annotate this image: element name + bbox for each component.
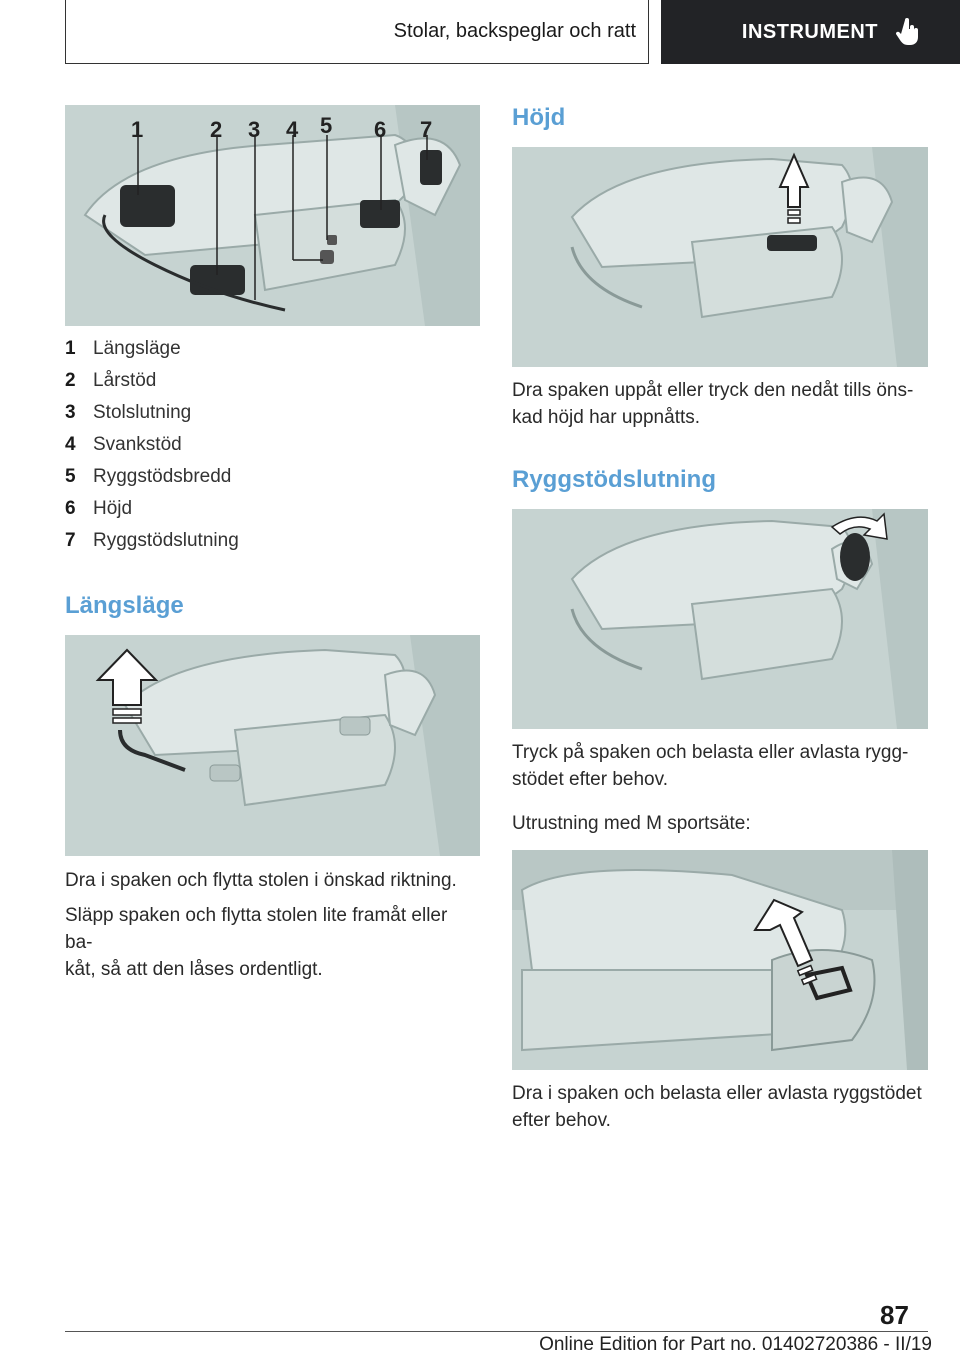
text-line: Släpp spaken och flytta stolen lite fram… — [65, 905, 448, 953]
text-line: Dra spaken uppåt eller tryck den nedåt t… — [512, 380, 914, 401]
text-line: Utrustning med M sportsäte: — [512, 813, 751, 834]
m-sport-seat-figure — [512, 850, 928, 1070]
callout-4: 4 — [286, 117, 299, 142]
list-item: 3 Stolslutning — [65, 402, 475, 434]
text-line: kåt, så att den låses ordentligt. — [65, 959, 323, 980]
ryggstodslutning-paragraph-2: Utrustning med M sportsäte: — [512, 810, 932, 837]
langslage-figure — [65, 635, 480, 856]
callout-7: 7 — [420, 117, 432, 142]
callout-2: 2 — [210, 117, 222, 142]
ryggstodslutning-paragraph-3: Dra i spaken och belasta eller avlasta r… — [512, 1080, 932, 1134]
legend-label: Längsläge — [93, 338, 181, 359]
list-item: 1 Längsläge — [65, 338, 475, 370]
header-chapter-tab[interactable]: INSTRUMENT — [661, 0, 960, 64]
callout-5: 5 — [320, 113, 332, 138]
callout-6: 6 — [374, 117, 386, 142]
legend-number: 5 — [65, 466, 76, 487]
text-line: Dra i spaken och flytta stolen i önskad … — [65, 870, 457, 891]
legend-label: Ryggstödsbredd — [93, 466, 232, 487]
chapter-title: INSTRUMENT — [741, 20, 878, 43]
seat-controls-overview-figure: 1 2 3 4 5 6 7 — [65, 105, 480, 326]
legend-label: Höjd — [93, 498, 133, 519]
header-section-title: Stolar, backspeglar och ratt — [65, 0, 649, 64]
list-item: 2 Lårstöd — [65, 370, 475, 402]
text-line: Dra i spaken och belasta eller avlasta r… — [512, 1083, 922, 1104]
list-item: 4 Svankstöd — [65, 434, 475, 466]
ryggstodslutning-figure — [512, 509, 928, 729]
legend-number: 1 — [65, 338, 76, 359]
langslage-paragraph-1: Dra i spaken och flytta stolen i önskad … — [65, 867, 480, 894]
langslage-paragraph-2: Släpp spaken och flytta stolen lite fram… — [65, 902, 480, 983]
heading-ryggstodslutning: Ryggstödslutning — [512, 466, 716, 493]
list-item: 7 Ryggstödslutning — [65, 530, 475, 562]
text-line: kad höjd har uppnåtts. — [512, 407, 701, 428]
hojd-figure — [512, 147, 928, 367]
legend-number: 2 — [65, 370, 76, 391]
list-item: 6 Höjd — [65, 498, 475, 530]
footer-divider — [65, 1331, 928, 1332]
footer-edition: Online Edition for Part no. 01402720386 … — [539, 1334, 932, 1355]
pointing-hand-icon — [896, 18, 918, 45]
legend-number: 4 — [65, 434, 76, 455]
legend-label: Svankstöd — [93, 434, 182, 455]
hojd-paragraph-1: Dra spaken uppåt eller tryck den nedåt t… — [512, 377, 932, 431]
ryggstodslutning-paragraph-1: Tryck på spaken och belasta eller avlast… — [512, 739, 932, 793]
callout-3: 3 — [248, 117, 260, 142]
section-title: Stolar, backspeglar och ratt — [393, 20, 636, 42]
legend-number: 6 — [65, 498, 76, 519]
legend-label: Stolslutning — [93, 402, 192, 423]
seat-controls-legend: 1 Längsläge 2 Lårstöd 3 Stolslutning 4 S… — [65, 338, 475, 562]
heading-hojd: Höjd — [512, 104, 566, 131]
legend-label: Lårstöd — [93, 370, 157, 391]
callout-1: 1 — [131, 117, 143, 142]
legend-label: Ryggstödslutning — [93, 530, 239, 551]
text-line: Tryck på spaken och belasta eller avlast… — [512, 742, 909, 763]
text-line: efter behov. — [512, 1110, 611, 1131]
heading-langslage: Längsläge — [65, 592, 184, 619]
text-line: stödet efter behov. — [512, 769, 668, 790]
list-item: 5 Ryggstödsbredd — [65, 466, 475, 498]
legend-number: 3 — [65, 402, 76, 423]
legend-number: 7 — [65, 530, 76, 551]
page-number: 87 — [880, 1300, 909, 1330]
